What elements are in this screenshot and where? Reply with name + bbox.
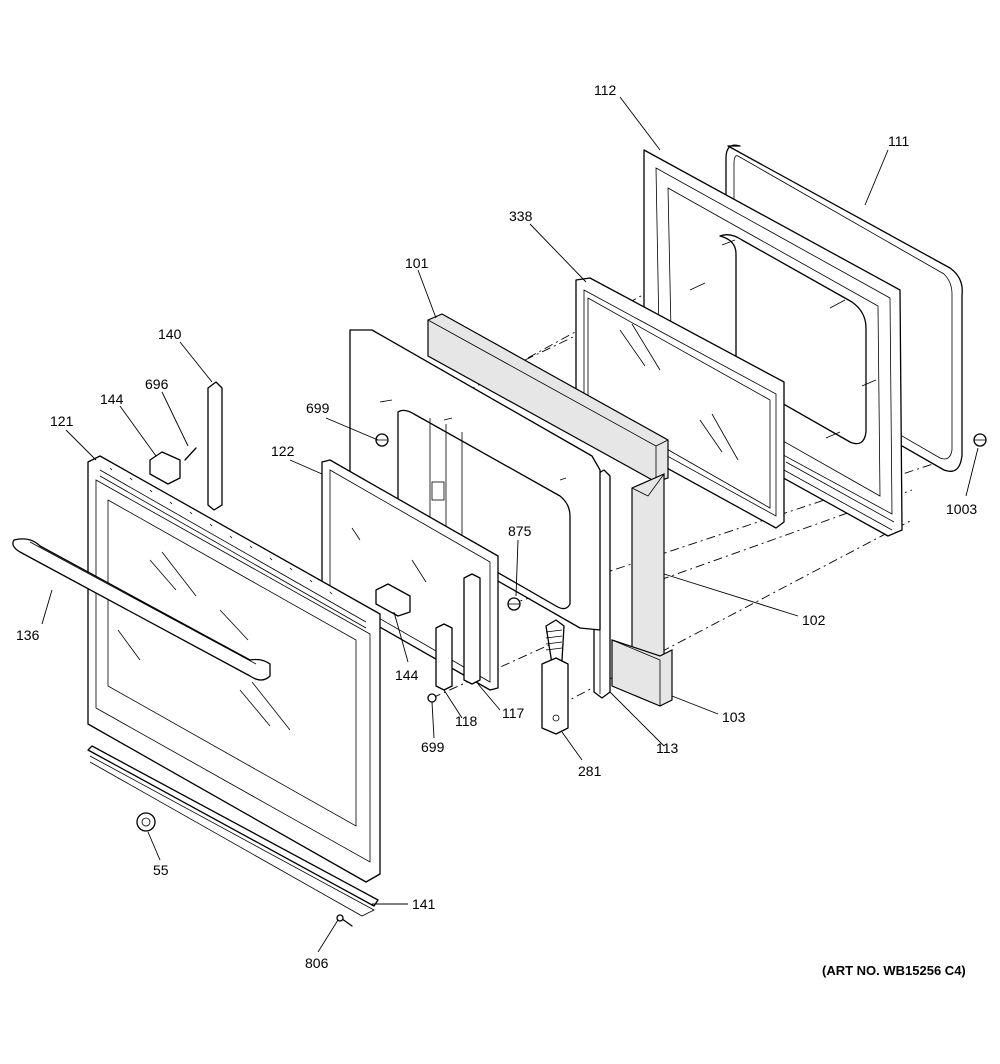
part-121-outer-door bbox=[87, 455, 381, 883]
part-103-insulation bbox=[611, 639, 673, 707]
screw-1003 bbox=[973, 433, 987, 447]
label-122: 122 bbox=[271, 443, 295, 459]
label-875: 875 bbox=[508, 523, 532, 539]
label-696: 696 bbox=[145, 376, 169, 392]
art-number: (ART NO. WB15256 C4) bbox=[822, 963, 966, 978]
screw-875 bbox=[507, 597, 521, 611]
label-103: 103 bbox=[722, 709, 746, 725]
part-144-bracket-lower bbox=[375, 583, 411, 617]
label-112: 112 bbox=[594, 82, 617, 98]
label-141: 141 bbox=[412, 896, 436, 912]
label-101: 101 bbox=[405, 255, 429, 271]
label-140: 140 bbox=[158, 326, 182, 342]
label-118: 118 bbox=[455, 713, 478, 729]
part-696-screw bbox=[184, 447, 197, 461]
label-806: 806 bbox=[305, 955, 329, 971]
part-136-handle bbox=[12, 538, 271, 681]
label-113: 113 bbox=[656, 740, 679, 756]
label-144-lower: 144 bbox=[395, 667, 419, 683]
part-806-screw bbox=[336, 914, 353, 927]
part-140-channel bbox=[207, 381, 223, 511]
label-136: 136 bbox=[16, 627, 40, 643]
label-102: 102 bbox=[802, 612, 826, 628]
label-121: 121 bbox=[50, 413, 74, 429]
part-141-trim bbox=[87, 745, 379, 917]
label-117: 117 bbox=[502, 705, 525, 721]
label-699-upper: 699 bbox=[306, 400, 330, 416]
part-144-bracket-upper bbox=[149, 451, 181, 485]
part-101-insulation bbox=[427, 313, 669, 483]
label-1003: 1003 bbox=[946, 501, 977, 517]
label-281: 281 bbox=[578, 763, 602, 779]
label-699-lower: 699 bbox=[421, 739, 445, 755]
part-112-inner-door bbox=[643, 149, 903, 537]
part-117-bracket bbox=[463, 573, 481, 685]
part-281-hinge bbox=[541, 619, 569, 735]
label-338: 338 bbox=[509, 208, 533, 224]
part-102-insulation bbox=[631, 473, 665, 673]
leader-lines bbox=[41, 96, 979, 953]
label-55: 55 bbox=[153, 862, 169, 878]
part-labels: 112 111 338 101 140 696 144 121 699 122 … bbox=[16, 82, 977, 971]
label-111: 111 bbox=[888, 133, 909, 149]
label-144-upper: 144 bbox=[100, 391, 124, 407]
part-55-bumper bbox=[136, 812, 156, 832]
screw-699-lower bbox=[427, 693, 437, 703]
part-118-bracket bbox=[435, 623, 453, 691]
